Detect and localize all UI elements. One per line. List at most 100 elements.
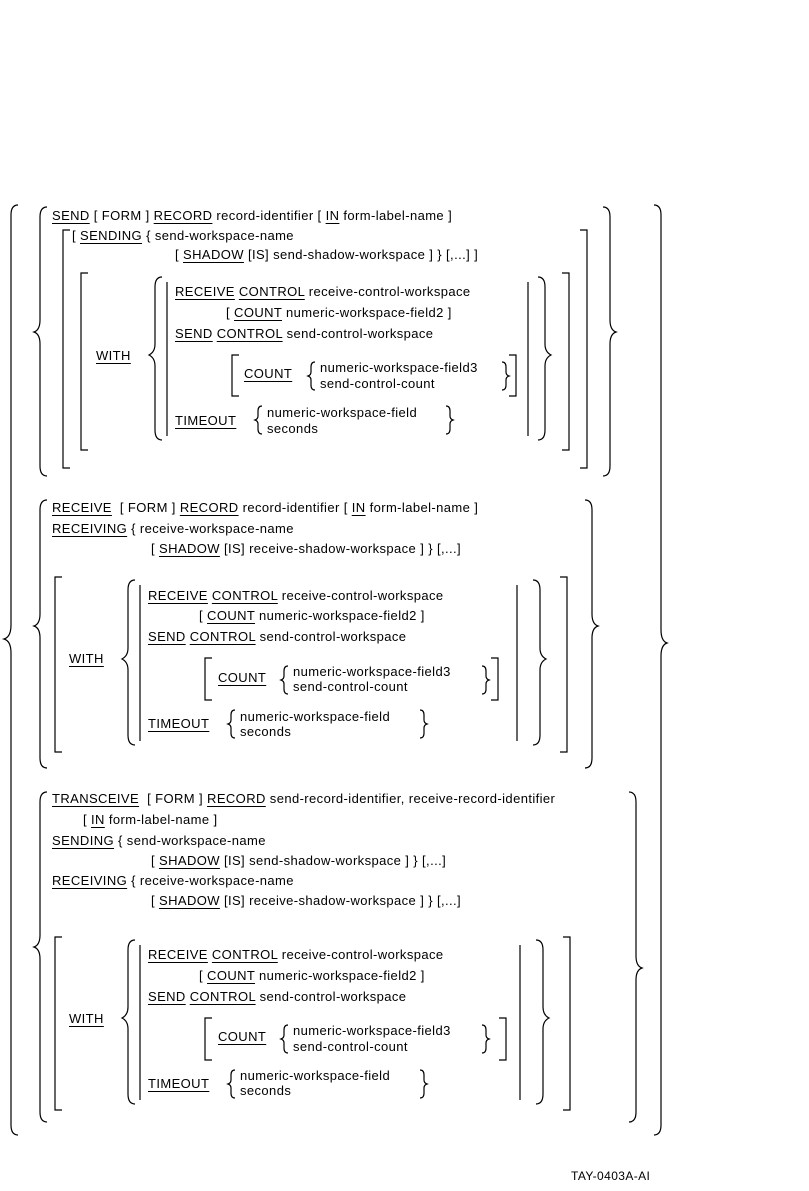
kw-transceive: TRANSCEIVE [52,791,140,806]
receive-with-keyword: WITH [69,651,104,666]
transceive-count-option-2: send-control-count [293,1039,408,1054]
kw-in: IN [351,500,366,515]
receive-timeout-right-brace [419,709,429,739]
shadow-rest: [IS] receive-shadow-workspace ] } [,...] [219,541,462,556]
record-identifiers: send-record-identifier, receive-record-i… [265,791,556,806]
transceive-timeout-option-2: seconds [240,1083,292,1098]
send-with-right-brace [537,276,553,441]
transceive-with-right-brace [535,939,551,1105]
count-rest: numeric-workspace-field2 ] [255,608,425,623]
form-label-name: form-label-name ] [104,812,218,827]
send-left-brace [32,206,48,477]
open-bracket: [ [72,228,81,243]
form-option: [ FORM ] [111,500,180,515]
receive-timeout-keyword: TIMEOUT [148,716,210,731]
kw-count: COUNT [207,968,256,983]
receive-line-6: SEND CONTROL send-control-workspace [148,629,406,644]
kw-in: IN [325,208,340,223]
receive-timeout-option-2: seconds [240,724,292,739]
send-with-keyword: WITH [96,348,131,363]
kw-count: COUNT [207,608,256,623]
receive-count-left-bracket [204,657,212,701]
send-timeout-option-1: numeric-workspace-field [267,405,418,420]
send-with-right-bracket [562,272,570,451]
receive-line-4: RECEIVE CONTROL receive-control-workspac… [148,588,444,603]
kw-send: SEND [175,326,213,341]
receiving-rest: { receive-workspace-name [127,521,294,536]
transceive-line-8: [ COUNT numeric-workspace-field2 ] [199,968,425,983]
send-line-5: [ COUNT numeric-workspace-field2 ] [226,305,452,320]
shadow-rest: [IS] send-shadow-workspace ] } [,...] ] [243,247,479,262]
kw-in: IN [91,812,105,827]
sending-rest: { send-workspace-name [114,833,266,848]
kw-control: CONTROL [189,629,256,644]
send-with-left-brace [147,276,163,441]
receive-count-keyword: COUNT [218,670,267,685]
receive-control-rest: receive-control-workspace [277,588,444,603]
outer-right-brace [653,204,669,1136]
transceive-line-1: TRANSCEIVE [ FORM ] RECORD send-record-i… [52,791,555,806]
shadow-rest: [IS] send-shadow-workspace ] } [,...] [219,853,447,868]
transceive-with-left-bracket [54,936,62,1111]
record-identifier: record-identifier [ [212,208,326,223]
receive-count-option-2: send-control-count [293,679,408,694]
kw-receive: RECEIVE [175,284,235,299]
kw-record: RECORD [179,500,239,515]
form-option: [ FORM ] [139,791,208,806]
transceive-timeout-left-brace [226,1069,236,1099]
open-bracket: [ [226,305,235,320]
receive-count-left-brace [279,665,289,695]
transceive-line-2: [ IN form-label-name ] [83,812,218,827]
count-rest: numeric-workspace-field2 ] [255,968,425,983]
kw-receiving: RECEIVING [52,873,128,888]
kw-control: CONTROL [216,326,283,341]
transceive-left-brace [32,791,48,1123]
record-identifier: record-identifier [ [238,500,352,515]
receive-control-rest: receive-control-workspace [277,947,444,962]
send-count-keyword: COUNT [244,366,293,381]
send-line-4: RECEIVE CONTROL receive-control-workspac… [175,284,471,299]
transceive-line-5: RECEIVING { receive-workspace-name [52,873,294,888]
kw-record: RECORD [207,791,266,806]
receive-with-left-brace [120,579,136,746]
kw-shadow: SHADOW [183,247,244,262]
transceive-count-option-1: numeric-workspace-field3 [293,1023,451,1038]
kw-shadow: SHADOW [159,541,220,556]
receive-line-1: RECEIVE [ FORM ] RECORD record-identifie… [52,500,478,515]
kw-send: SEND [148,629,186,644]
send-timeout-option-2: seconds [267,421,319,436]
count-rest: numeric-workspace-field2 ] [282,305,452,320]
send-timeout-left-brace [253,405,263,435]
transceive-line-9: SEND CONTROL send-control-workspace [148,989,406,1004]
sending-rest: { send-workspace-name [142,228,294,243]
send-count-option-2: send-control-count [320,376,435,391]
send-line-2: [ SENDING { send-workspace-name [72,228,294,243]
kw-send: SEND [148,989,186,1004]
send-right-bracket [580,229,588,469]
receiving-rest: { receive-workspace-name [127,873,294,888]
send-count-option-1: numeric-workspace-field3 [320,360,478,375]
receive-control-rest: receive-control-workspace [304,284,471,299]
transceive-count-right-bracket [499,1017,507,1061]
receive-line-2: RECEIVING { receive-workspace-name [52,521,294,536]
receive-timeout-left-brace [226,709,236,739]
transceive-count-right-brace [481,1024,491,1054]
form-option: [ FORM ] [89,208,154,223]
receive-with-right-bracket [560,576,568,753]
kw-control: CONTROL [211,947,278,962]
kw-count: COUNT [234,305,283,320]
outer-left-brace [1,204,19,1136]
receive-timeout-option-1: numeric-workspace-field [240,709,391,724]
receive-with-left-bracket [54,576,62,753]
open-bracket: [ [151,853,160,868]
transceive-line-6: [ SHADOW [IS] receive-shadow-workspace ]… [151,893,461,908]
kw-send: SEND [52,208,90,223]
receive-line-3: [ SHADOW [IS] receive-shadow-workspace ]… [151,541,461,556]
kw-sending: SENDING [52,833,115,848]
transceive-count-left-brace [279,1024,289,1054]
receive-right-brace [584,499,600,769]
send-line-1: SEND [ FORM ] RECORD record-identifier [… [52,208,452,223]
send-count-right-brace [501,361,511,391]
send-timeout-keyword: TIMEOUT [175,413,237,428]
kw-control: CONTROL [211,588,278,603]
